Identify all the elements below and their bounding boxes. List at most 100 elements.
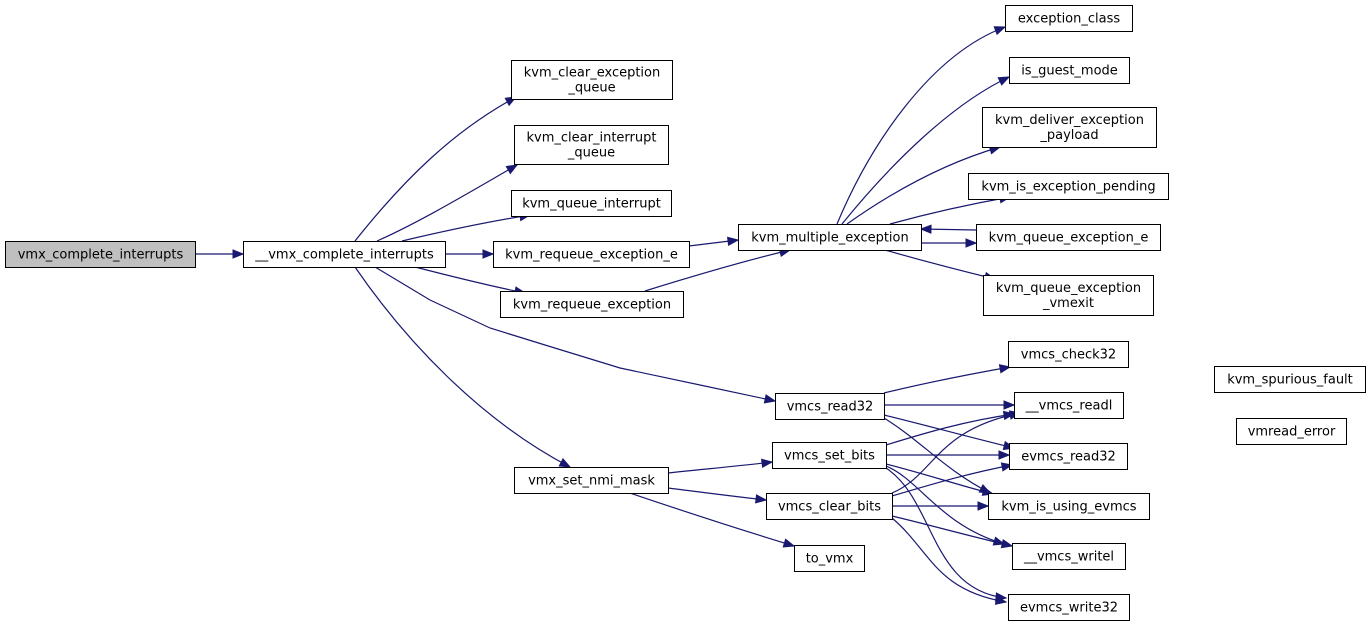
node-label: kvm_queue_exception [996, 281, 1141, 296]
edge-vmcs_set_bits-to-__vmcs_readl [885, 410, 1016, 446]
node-box [500, 291, 684, 318]
node-box [983, 275, 1154, 316]
node-kvm-deliver-exception-payload[interactable]: kvm_deliver_exception_payload [982, 107, 1157, 148]
node-label: __vmx_complete_interrupts [254, 248, 434, 263]
node-label: vmcs_clear_bits [778, 500, 881, 515]
edge-kvm_requeue_exception_e-to-kvm_multiple_exception [688, 236, 740, 247]
node-box [794, 545, 865, 572]
node-label: kvm_is_exception_pending [981, 180, 1155, 195]
node-label: kvm_is_using_evmcs [1001, 500, 1136, 515]
node-box [976, 224, 1161, 251]
node-label: to_vmx [806, 552, 854, 567]
node-kvm-multiple-exception[interactable]: kvm_multiple_exception [738, 224, 922, 251]
node-box [1236, 418, 1347, 445]
node-evmcs-read32[interactable]: evmcs_read32 [1009, 443, 1128, 470]
arrowhead-icon [755, 494, 768, 504]
edge-vmcs_clear_bits-to-evmcs_read32 [891, 462, 1014, 497]
edge-kvm_multiple_exception-to-exception_class [836, 26, 1007, 225]
node-kvm-is-using-evmcs[interactable]: kvm_is_using_evmcs [988, 493, 1150, 520]
call-edges [195, 26, 1022, 605]
arrowhead-icon [782, 538, 796, 548]
node-kvm-is-exception-pending[interactable]: kvm_is_exception_pending [968, 173, 1169, 200]
edge-__vmx_complete_interrupts-to-kvm_requeue_exception_e [445, 249, 495, 259]
arrowhead-icon [998, 364, 1012, 374]
node-label: _queue [567, 81, 615, 96]
edge-vmcs_set_bits-to-evmcs_read32 [886, 450, 1011, 460]
node-kvm-requeue-exception[interactable]: kvm_requeue_exception [500, 291, 684, 318]
edge-kvm_multiple_exception-to-kvm_queue_exception_e [921, 238, 978, 248]
node-label: is_guest_mode [1021, 64, 1118, 79]
edge-vmx_complete_interrupts-to-__vmx_complete_interrupts [195, 249, 245, 259]
node-label: kvm_multiple_exception [751, 231, 909, 246]
node-label: kvm_clear_exception [524, 66, 661, 81]
node-kvm-clear-exception-queue[interactable]: kvm_clear_exception_queue [511, 60, 673, 100]
node-label: vmcs_check32 [1021, 348, 1116, 363]
edge-vmx_set_nmi_mask-to-vmcs_clear_bits [667, 487, 768, 504]
arrowhead-icon [505, 164, 519, 175]
arrowhead-icon [482, 249, 495, 259]
node-box [5, 241, 196, 268]
node-vmcs-writel[interactable]: __vmcs_writel [1012, 543, 1126, 570]
node-box [511, 190, 672, 217]
node-kvm-requeue-exception-e[interactable]: kvm_requeue_exception_e [493, 241, 690, 268]
node-evmcs-write32[interactable]: evmcs_write32 [1008, 594, 1130, 621]
node-vmx-complete-interrupts[interactable]: __vmx_complete_interrupts [243, 241, 446, 268]
arrowhead-icon [558, 457, 572, 468]
node-label: kvm_spurious_fault [1227, 373, 1353, 388]
edge-vmcs_clear_bits-to-kvm_is_using_evmcs [892, 501, 990, 511]
node-vmcs-set-bits[interactable]: vmcs_set_bits [772, 442, 887, 469]
node-label: __vmcs_writel [1023, 550, 1114, 565]
node-kvm-queue-exception-vmexit[interactable]: kvm_queue_exception_vmexit [983, 275, 1154, 316]
node-label: _payload [1039, 128, 1098, 143]
edge-vmx_set_nmi_mask-to-to_vmx [629, 492, 796, 548]
arrowhead-icon [993, 26, 1007, 36]
node-label: kvm_queue_exception_e [989, 231, 1149, 246]
node-label: kvm_clear_interrupt [527, 131, 657, 146]
node-kvm-queue-interrupt[interactable]: kvm_queue_interrupt [511, 190, 672, 217]
node-vmx-set-nmi-mask[interactable]: vmx_set_nmi_mask [514, 467, 669, 494]
node-is-guest-mode[interactable]: is_guest_mode [1009, 57, 1130, 84]
edge-vmx_set_nmi_mask-to-vmcs_set_bits [667, 458, 774, 474]
node-box [775, 393, 885, 420]
node-box [982, 107, 1157, 148]
node-kvm-clear-interrupt-queue[interactable]: kvm_clear_interrupt_queue [514, 125, 669, 165]
edge-kvm_multiple_exception-to-is_guest_mode [841, 76, 1011, 225]
node-label: vmx_complete_interrupts [18, 248, 184, 263]
arrowhead-icon [1000, 538, 1014, 549]
node-label: evmcs_read32 [1021, 450, 1116, 465]
node-box [766, 493, 893, 520]
node-vmcs-readl[interactable]: __vmcs_readl [1014, 392, 1124, 419]
edge-vmcs_clear_bits-to-evmcs_write32 [891, 517, 1008, 605]
node-label: kvm_deliver_exception [995, 113, 1144, 128]
edge-vmcs_read32-to-__vmcs_readl [884, 400, 1016, 410]
edge-__vmx_complete_interrupts-to-vmx_set_nmi_mask [354, 266, 572, 468]
node-kvm-queue-exception-e[interactable]: kvm_queue_exception_e [976, 224, 1161, 251]
node-vmread-error[interactable]: vmread_error [1236, 418, 1347, 445]
edge-__vmx_complete_interrupts-to-kvm_requeue_exception [414, 266, 527, 296]
node-box [1008, 341, 1129, 368]
arrowhead-icon [727, 236, 740, 246]
edge-__vmx_complete_interrupts-to-kvm_clear_exception_queue [354, 96, 518, 242]
node-label: __vmcs_readl [1025, 399, 1113, 414]
node-box [968, 173, 1169, 200]
node-box [514, 125, 669, 165]
node-vmx-complete-interrupts[interactable]: vmx_complete_interrupts [5, 241, 196, 268]
node-label: vmread_error [1248, 425, 1336, 440]
edge-vmcs_clear_bits-to-__vmcs_writel [891, 515, 1014, 549]
node-box [1014, 392, 1124, 419]
node-kvm-spurious-fault[interactable]: kvm_spurious_fault [1214, 366, 1366, 393]
node-to-vmx[interactable]: to_vmx [794, 545, 865, 572]
node-box [1214, 366, 1366, 393]
node-exception-class[interactable]: exception_class [1005, 5, 1133, 32]
edge-__vmx_complete_interrupts-to-vmcs_read32 [374, 266, 777, 404]
node-box [243, 241, 446, 268]
arrowhead-icon [977, 501, 990, 511]
edge-kvm_queue_exception_e-to-kvm_multiple_exception [919, 224, 977, 234]
edge-vmcs_set_bits-to-kvm_is_using_evmcs [885, 463, 995, 496]
edge-__vmx_complete_interrupts-to-kvm_clear_interrupt_queue [376, 164, 519, 242]
node-box [738, 224, 922, 251]
node-vmcs-read32[interactable]: vmcs_read32 [775, 393, 885, 420]
node-vmcs-clear-bits[interactable]: vmcs_clear_bits [766, 493, 893, 520]
node-vmcs-check32[interactable]: vmcs_check32 [1008, 341, 1129, 368]
